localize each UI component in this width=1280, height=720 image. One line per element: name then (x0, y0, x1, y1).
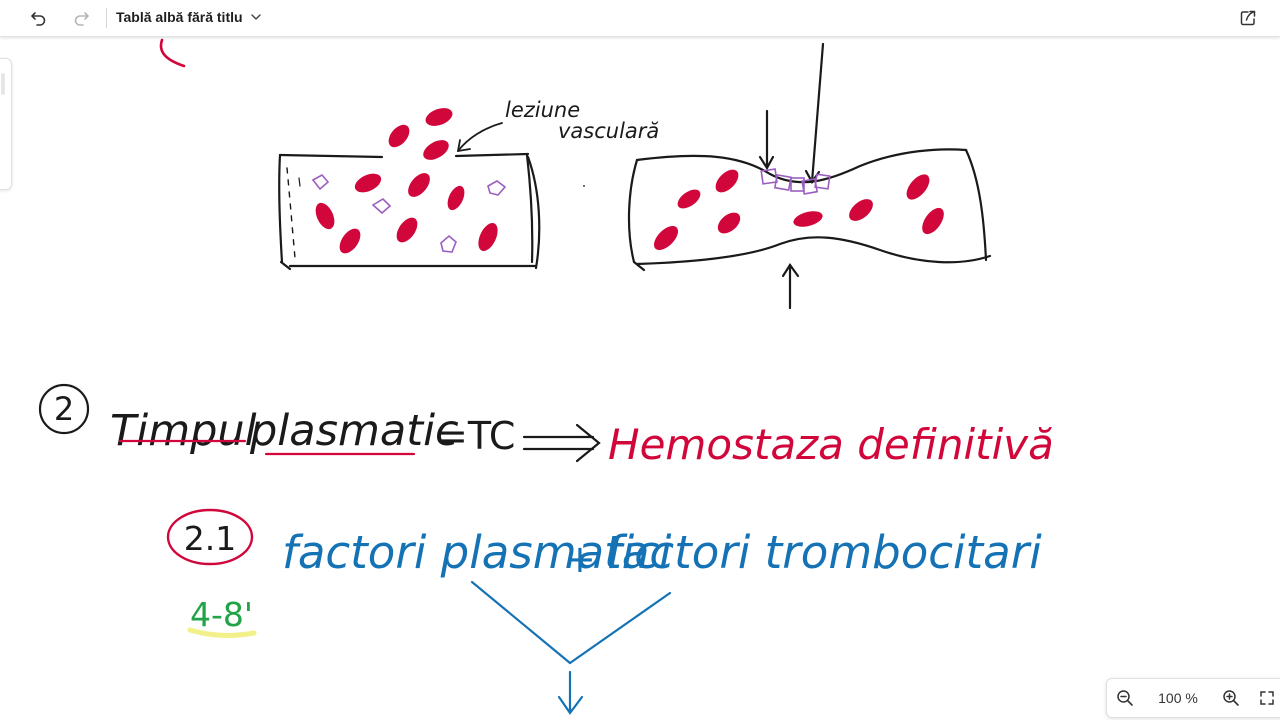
chevron-down-icon (250, 14, 261, 20)
zoom-out-icon (1117, 690, 1133, 706)
redo-icon (74, 12, 89, 26)
section-2-circle (38, 383, 90, 435)
lesion-arrow (457, 122, 503, 152)
side-panel-handle[interactable] (0, 58, 12, 190)
top-toolbar: Tablă albă fără titlu (0, 0, 1280, 37)
section-21-factors-plasmatic: factori plasmatici (282, 526, 672, 579)
time-highlight (187, 627, 257, 638)
section-2-equation: =TC (436, 414, 515, 458)
zoom-level[interactable]: 100 % (1158, 690, 1198, 706)
lesion-label-line2: vasculară (558, 119, 659, 143)
zoom-in-button[interactable] (1213, 680, 1249, 716)
platelets-left (311, 173, 507, 253)
lesion-label-line1: leziune (505, 98, 580, 122)
section-2-word-timpul: Timpul (110, 406, 257, 456)
ink-stroke (159, 38, 186, 68)
side-panel-knob (1, 73, 5, 95)
ink-dot (583, 185, 585, 187)
redo-button[interactable] (67, 4, 95, 32)
fit-screen-icon (1260, 691, 1274, 705)
section-21-ring (166, 508, 254, 566)
share-button[interactable] (1234, 4, 1262, 32)
section-2-number: 2 (54, 390, 74, 428)
red-blood-cells-right (653, 169, 944, 251)
section-21-plus: + (564, 537, 596, 581)
board-title: Tablă albă fără titlu (116, 9, 243, 25)
zoom-in-icon (1223, 690, 1239, 706)
time-label: 4-8' (190, 595, 253, 634)
undo-icon (31, 12, 46, 26)
vessel-diagram-left (278, 152, 541, 271)
section-2-word-plasmatic: plasmatic (249, 406, 459, 456)
zoom-out-button[interactable] (1107, 680, 1143, 716)
undo-button[interactable] (25, 4, 53, 32)
red-blood-cells-left (315, 108, 498, 254)
board-title-menu[interactable]: Tablă albă fără titlu (116, 0, 263, 34)
section-21-factors-platelet: factori trombocitari (606, 526, 1042, 579)
fit-to-screen-button[interactable] (1249, 680, 1280, 716)
toolbar-separator (106, 8, 107, 28)
double-arrow (522, 423, 601, 463)
section-2-result: Hemostaza definitivă (608, 420, 1054, 469)
converging-arrow (470, 580, 672, 715)
vessel-diagram-right (627, 42, 992, 310)
share-icon (1240, 10, 1256, 26)
section-21-number: 2.1 (184, 519, 236, 558)
platelet-plug-right (760, 168, 831, 195)
zoom-controls: 100 % (1106, 678, 1280, 718)
